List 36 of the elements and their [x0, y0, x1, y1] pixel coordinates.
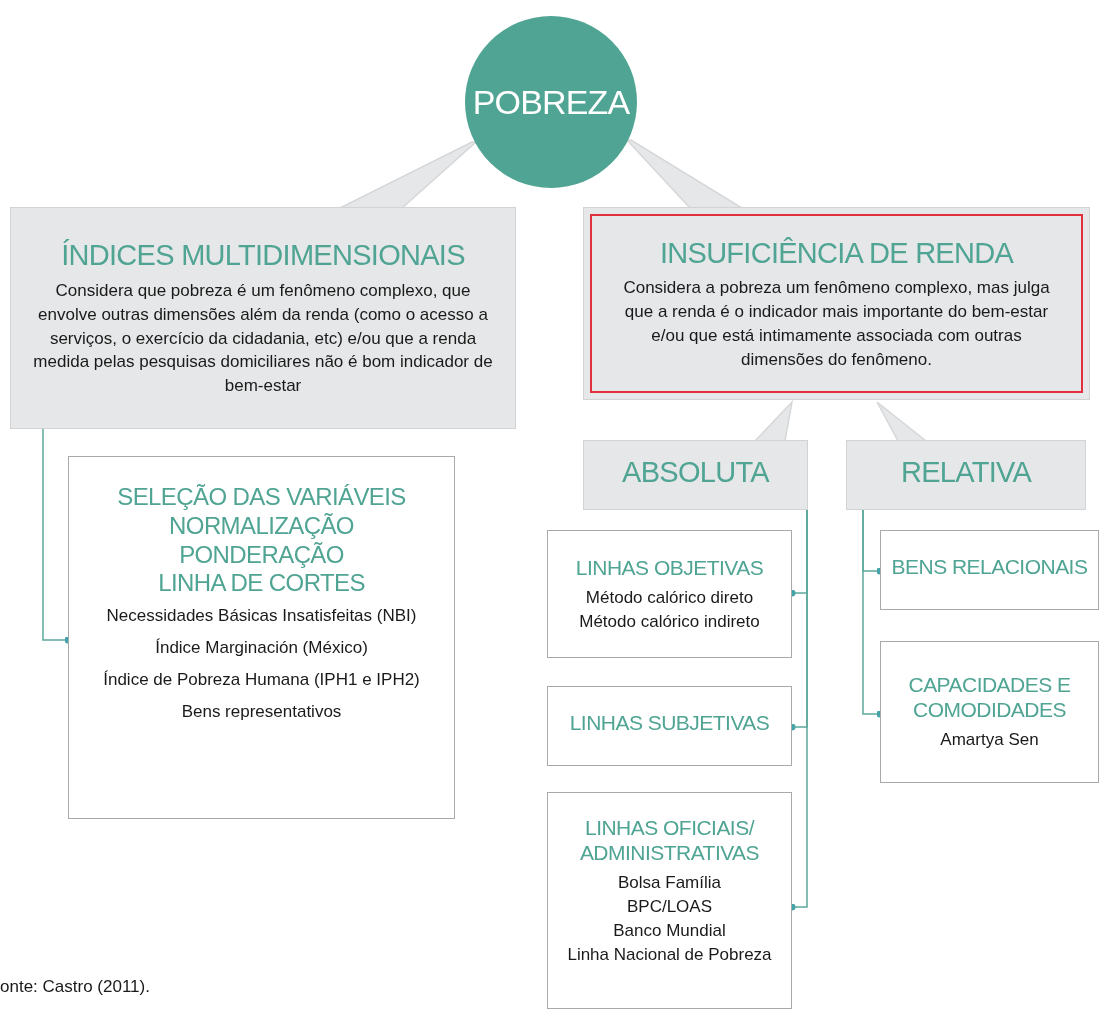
box-text: Método calórico indireto [579, 610, 760, 633]
source-note: onte: Castro (2011). [0, 976, 150, 998]
box-text: Banco Mundial [613, 919, 726, 942]
box-heading: ÍNDICES MULTIDIMENSIONAIS [61, 238, 465, 273]
callout-pointer [753, 399, 794, 442]
category-box [68, 456, 455, 819]
callout-pointer [339, 141, 478, 209]
category-box [547, 792, 792, 1009]
box-heading: INSUFICIÊNCIA DE RENDA [659, 235, 1014, 271]
box-text: Método calórico direto [585, 586, 754, 609]
box-text: Considera a pobreza um fenômeno complexo, mas julga que a renda é o indicador mais importante do bem-estar e/ou que está intimamente associada com outras dimensões do fenômeno. [622, 277, 1051, 371]
box-text: Linha Nacional de Pobreza [567, 943, 772, 966]
box-text: Amartya Sen [940, 729, 1039, 752]
box-text: Bens representativos [181, 700, 342, 723]
box-heading: LINHAS OBJETIVAS [575, 554, 764, 580]
box-heading: ABSOLUTA [622, 454, 769, 490]
box-text: Necessidades Básicas Insatisfeitas (NBI) [106, 605, 417, 628]
box-text: Considera que pobreza é um fenômeno complexo, que envolve outras dimensões além da renda (como o acesso a serviços, o exercício da cidadania, etc) e/ou que a renda medida pelas pesquisas domiciliares não é bom indicador de bem-estar [32, 279, 494, 398]
box-heading: CAPACIDADES E COMODIDADES [907, 671, 1072, 723]
box-text: BPC/LOAS [626, 896, 712, 919]
box-heading: SELEÇÃO DAS VARIÁVEIS [117, 483, 406, 512]
category-box [880, 530, 1099, 610]
box-heading: LINHAS OFICIAIS/ ADMINISTRATIVAS [578, 815, 761, 866]
category-box [547, 686, 792, 766]
box-heading: LINHAS SUBJETIVAS [569, 710, 770, 736]
box-heading: PONDERAÇÃO [179, 540, 344, 570]
box-text: Índice Marginación (México) [155, 637, 368, 659]
category-box [547, 530, 792, 658]
category-box [880, 641, 1099, 783]
box-heading: BENS RELACIONAIS [891, 554, 1088, 580]
topic-title: POBREZA [472, 81, 630, 123]
box-heading: RELATIVA [900, 454, 1032, 490]
box-text: Índice de Pobreza Humana (IPH1 e IPH2) [103, 668, 420, 691]
box-heading: NORMALIZAÇÃO [169, 511, 354, 541]
box-heading: LINHA DE CORTES [158, 569, 365, 599]
box-text: Bolsa Família [618, 872, 721, 895]
